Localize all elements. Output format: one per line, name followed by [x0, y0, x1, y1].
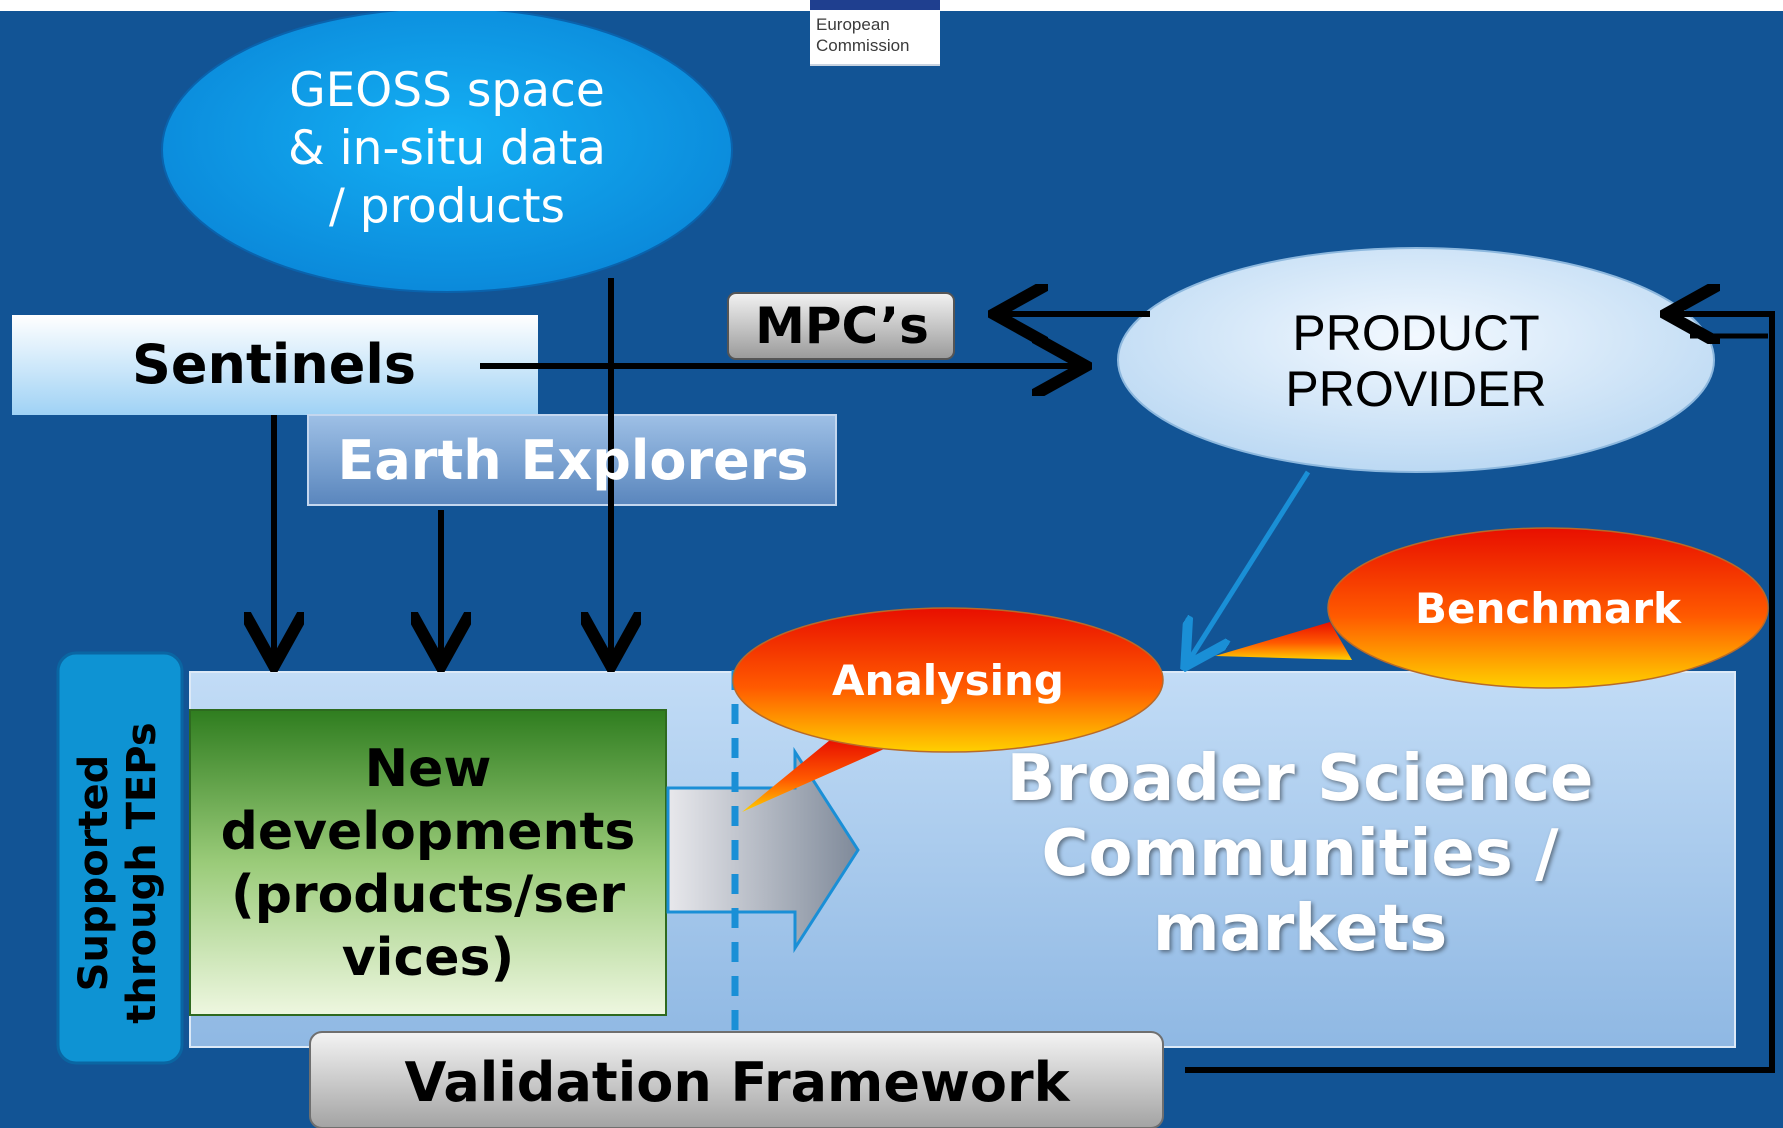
validation-feedback-arrow: [1185, 314, 1775, 1073]
broader-line-3: markets: [1152, 892, 1448, 966]
new-developments-line-4: vices): [341, 928, 515, 988]
broader-science-label: Broader Science Communities / markets: [960, 742, 1640, 967]
mpcs-box: [727, 292, 955, 360]
validation-box: [309, 1031, 1164, 1128]
product-provider-line-2: PROVIDER: [1285, 361, 1547, 417]
new-developments-line-3: (products/ser: [230, 865, 626, 925]
logo-line-2: Commission: [816, 36, 910, 55]
geoss-line-1: GEOSS space: [289, 63, 605, 118]
geoss-line-2: & in-situ data: [288, 121, 606, 176]
benchmark-label: Benchmark: [1415, 584, 1681, 633]
benchmark-callout: [1215, 622, 1352, 660]
teps-line-2: through TEPs: [119, 722, 165, 1024]
teps-label: Supported through TEPs: [70, 668, 170, 1078]
new-developments-line-2: developments: [220, 802, 636, 862]
earth-explorers-box: [307, 414, 837, 506]
broader-line-2: Communities /: [1041, 817, 1559, 891]
eu-flag-icon: [810, 0, 940, 10]
teps-line-1: Supported: [71, 754, 117, 992]
analysing-bubble: [732, 607, 1164, 753]
geoss-line-3: / products: [328, 179, 566, 234]
analysing-label: Analysing: [832, 656, 1064, 705]
new-developments-label: New developments (products/ser vices): [192, 738, 664, 990]
product-provider-line-1: PRODUCT: [1292, 305, 1540, 361]
provider-to-communities-arrow: [1188, 470, 1311, 662]
product-provider-label: PRODUCT PROVIDER: [1216, 305, 1616, 417]
sentinels-label: Sentinels: [131, 333, 416, 396]
analysing-callout: [742, 740, 900, 812]
mpcs-label: MPC’s: [755, 297, 929, 355]
new-developments-line-1: New: [364, 739, 492, 799]
validation-label: Validation Framework: [404, 1051, 1070, 1114]
teps-box: [56, 651, 184, 1065]
earth-explorers-label: Earth Explorers: [337, 429, 809, 492]
new-developments-box: [189, 709, 667, 1016]
logo-line-1: European: [816, 15, 890, 34]
benchmark-bubble: [1327, 527, 1769, 689]
broader-line-1: Broader Science: [1006, 742, 1594, 816]
geoss-label: GEOSS space & in-situ data / products: [202, 62, 692, 236]
european-commission-logo: European Commission: [810, 0, 940, 66]
product-provider-ellipse: [1117, 247, 1715, 473]
sentinels-box: [12, 315, 538, 415]
